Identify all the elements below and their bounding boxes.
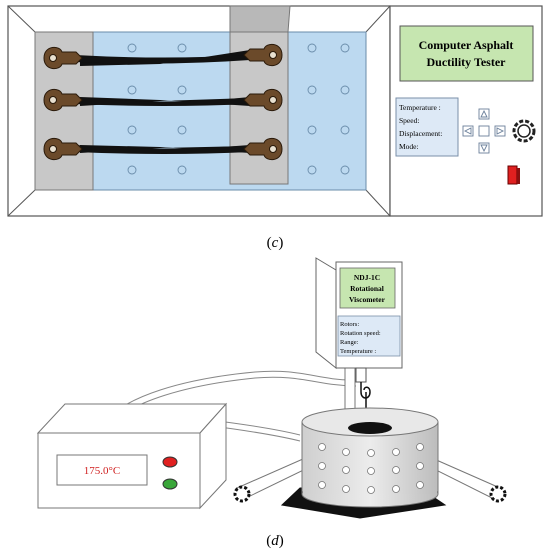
carriage-top [229, 5, 291, 33]
control-knob-icon[interactable] [512, 119, 536, 143]
leveling-feet [233, 485, 507, 503]
arrow-right-button[interactable] [494, 125, 506, 137]
ductility-tester-panel: Computer Asphalt Ductility Tester Temper… [7, 5, 543, 251]
arrow-down-icon [480, 144, 488, 153]
stop-switch[interactable] [507, 165, 518, 185]
readout-speed: Speed: [399, 116, 419, 125]
arrow-left-icon [463, 127, 472, 135]
right-clamps [243, 43, 283, 161]
readout-temperature: Temperature : [399, 103, 441, 112]
controller-display-text: 175.0°C [84, 465, 121, 477]
arrow-left-button[interactable] [462, 125, 474, 137]
viscometer-readout-panel [337, 315, 401, 357]
viscometer-head-side [315, 257, 337, 370]
panel-c-caption: (c) [267, 235, 284, 251]
viscometer-readout-rotors: Rotors: [340, 321, 359, 328]
arrow-right-icon [496, 127, 505, 135]
arrow-up-icon [480, 109, 488, 118]
cylinder-holes [318, 443, 424, 494]
temperature-controller: 175.0°C [36, 402, 228, 510]
bath-holes [127, 43, 350, 175]
asphalt-specimens [75, 50, 250, 154]
readout-mode: Mode: [399, 142, 419, 151]
device-title-box [399, 25, 534, 82]
viscometer-readout-temperature: Temperature : [340, 348, 376, 355]
viscometer-title-line1: NDJ-1C [354, 273, 380, 282]
green-button[interactable] [162, 478, 178, 490]
arrow-up-button[interactable] [478, 108, 490, 120]
readout-displacement: Displacement: [399, 129, 442, 138]
left-clamps [43, 46, 83, 161]
heating-cylinder [301, 407, 439, 508]
direction-pad[interactable] [462, 108, 506, 154]
viscometer-readout-speed: Rotation speed: [340, 330, 381, 337]
readout-panel [395, 97, 459, 157]
controller-display [56, 454, 148, 486]
sample-well [348, 422, 392, 434]
red-button[interactable] [162, 456, 178, 468]
viscometer-panel: NDJ-1C Rotational Viscometer Rotors: Rot… [36, 257, 507, 549]
viscometer-title-line2: Rotational [350, 284, 384, 293]
arrow-down-button[interactable] [478, 142, 490, 154]
viscometer-title-box [339, 267, 396, 309]
viscometer-title-line3: Viscometer [349, 295, 386, 304]
device-title-line2: Ductility Tester [427, 55, 507, 69]
device-title-line1: Computer Asphalt [419, 38, 514, 52]
spindle-hook [360, 382, 371, 399]
viscometer-readout-range: Range: [340, 339, 359, 346]
spindle-coupling [355, 367, 367, 383]
panel-d-caption: (d) [266, 533, 284, 549]
center-button[interactable] [478, 125, 490, 137]
